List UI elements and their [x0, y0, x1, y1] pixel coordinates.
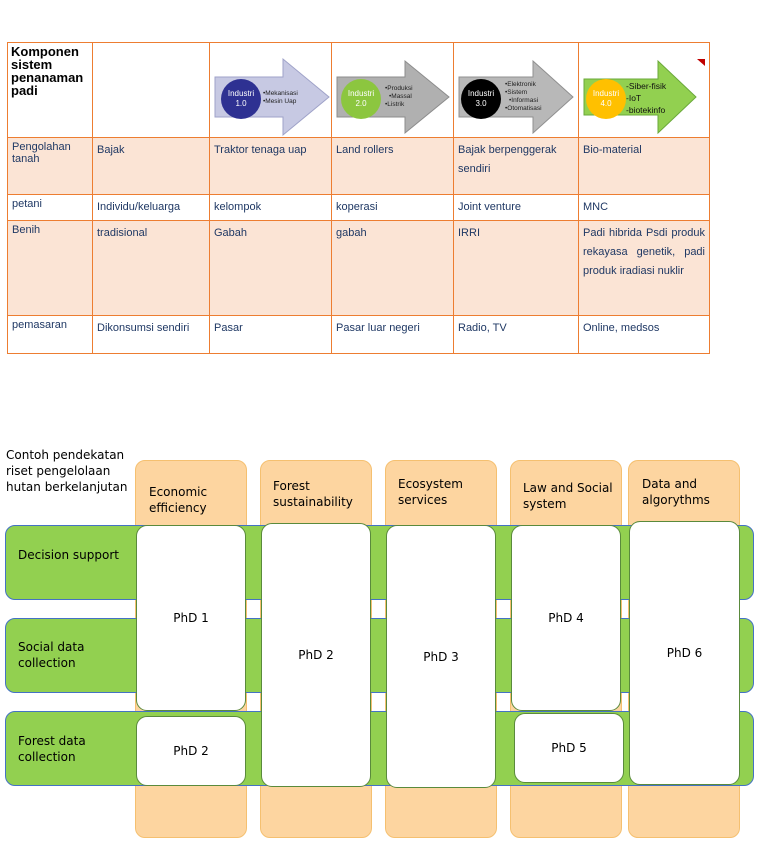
- table-cell: gabah: [331, 220, 454, 316]
- industry-3-bullets: Elektronik Sistem Informasi Otomatisasi: [505, 81, 541, 113]
- table-cell: Land rollers: [331, 137, 454, 195]
- diagram-caption: Contoh pendekatan riset pengelolaan huta…: [6, 448, 128, 494]
- industry-3-arrow: Industri 3.0 Elektronik Sistem Informasi…: [457, 57, 575, 137]
- table-cell: koperasi: [331, 194, 454, 221]
- row-label: petani: [7, 194, 93, 221]
- phd-box: PhD 5: [514, 713, 624, 783]
- industry-4-bullets: Siber-fisik IoT biotekinfo: [626, 80, 666, 116]
- table-cell: Joint venture: [453, 194, 579, 221]
- table-cell: Bajak: [92, 137, 210, 195]
- phd-box: PhD 4: [511, 525, 621, 711]
- table-cell: Padi hibrida Psdi produk rekayasa geneti…: [578, 220, 710, 316]
- industry-4-circle: Industri 4.0: [586, 79, 626, 119]
- industry-3-circle: Industri 3.0: [461, 79, 501, 119]
- row-label: Pengolahan tanah: [7, 137, 93, 195]
- table-cell: Radio, TV: [453, 315, 579, 354]
- industry-2-circle: Industri 2.0: [341, 79, 381, 119]
- table-header-row: Komponen sistem penanaman padi Industri …: [7, 42, 710, 138]
- table-cell: kelompok: [209, 194, 332, 221]
- row-label: Forest data collection: [18, 734, 86, 764]
- phd-box: PhD 2: [261, 523, 371, 787]
- table-cell: Traktor tenaga uap: [209, 137, 332, 195]
- table-cell: Online, medsos: [578, 315, 710, 354]
- column-heading: Law and Social system: [523, 481, 613, 511]
- column-heading: Forest sustainability: [273, 479, 353, 509]
- table-cell: IRRI: [453, 220, 579, 316]
- table-cell: Pasar: [209, 315, 332, 354]
- row-label: Social data collection: [18, 640, 85, 670]
- table-cell: Bajak berpenggerak sendiri: [453, 137, 579, 195]
- table-row: petani Individu/keluarga kelompok kopera…: [7, 194, 710, 221]
- table-cell: Pasar luar negeri: [331, 315, 454, 354]
- industry-4-arrow: Industri 4.0 Siber-fisik IoT biotekinfo: [582, 57, 707, 137]
- red-corner-marker-icon: [697, 59, 705, 66]
- phd-box: PhD 6: [629, 521, 740, 785]
- row-label: pemasaran: [7, 315, 93, 354]
- industry-2-bullets: Produksi Massal Listrik: [385, 85, 412, 109]
- column-heading: Economic efficiency: [149, 485, 208, 515]
- row-label: Decision support: [18, 548, 119, 562]
- phd-box: PhD 3: [386, 525, 496, 788]
- industry-2-arrow: Industri 2.0 Produksi Massal Listrik: [335, 57, 453, 137]
- header-stage-1: Industri 1.0 Mekanisasi Mesin Uap: [209, 42, 332, 138]
- table-row: Benih tradisional Gabah gabah IRRI Padi …: [7, 220, 710, 316]
- header-stage-4: Industri 4.0 Siber-fisik IoT biotekinfo: [578, 42, 710, 138]
- header-stage-2: Industri 2.0 Produksi Massal Listrik: [331, 42, 454, 138]
- industry-1-arrow: Industri 1.0 Mekanisasi Mesin Uap: [213, 57, 331, 137]
- table-cell: Gabah: [209, 220, 332, 316]
- table-row: pemasaran Dikonsumsi sendiri Pasar Pasar…: [7, 315, 710, 354]
- header-stage-3: Industri 3.0 Elektronik Sistem Informasi…: [453, 42, 579, 138]
- table-row: Pengolahan tanah Bajak Traktor tenaga ua…: [7, 137, 710, 195]
- component-title: Komponen sistem penanaman padi: [11, 44, 84, 98]
- column-heading: Data and algorythms: [642, 477, 710, 507]
- header-empty-cell: [92, 42, 210, 138]
- phd-box: PhD 1: [136, 525, 246, 711]
- table-cell: MNC: [578, 194, 710, 221]
- table-cell: Dikonsumsi sendiri: [92, 315, 210, 354]
- table-cell: Individu/keluarga: [92, 194, 210, 221]
- industry-1-circle: Industri 1.0: [221, 79, 261, 119]
- phd-box: PhD 2: [136, 716, 246, 786]
- industry-1-bullets: Mekanisasi Mesin Uap: [263, 90, 298, 106]
- header-component-cell: Komponen sistem penanaman padi: [7, 42, 93, 138]
- industry-comparison-table: Komponen sistem penanaman padi Industri …: [7, 42, 710, 354]
- table-cell: tradisional: [92, 220, 210, 316]
- column-heading: Ecosystem services: [398, 477, 463, 507]
- table-cell: Bio-material: [578, 137, 710, 195]
- row-label: Benih: [7, 220, 93, 316]
